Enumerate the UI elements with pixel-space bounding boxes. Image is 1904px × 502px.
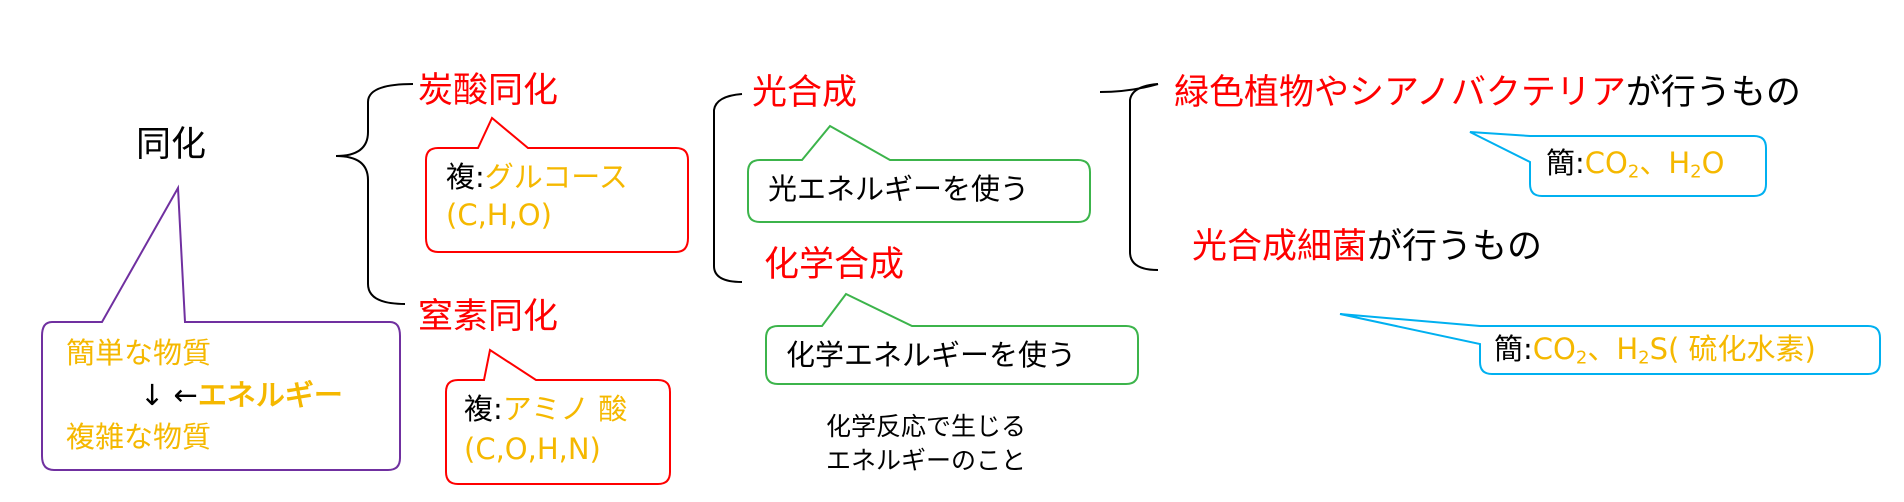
main-node-label: 同化 (136, 125, 207, 165)
carbon-assimilation-label: 炭酸同化 (418, 71, 559, 111)
bacteria-note-prefix: 簡 (1494, 332, 1524, 366)
bracket-main (335, 83, 414, 305)
photosynthesis-note: 光エネルギーを使う (768, 172, 1030, 206)
photosynthesis-label: 光合成 (752, 73, 858, 113)
green-plants-label: 緑色植物やシアノバクテリアが行うもの (1174, 72, 1801, 114)
energy-note-complex: 複雑な物質 (66, 420, 212, 454)
nitrogen-note-line1: 複:アミノ 酸 (464, 392, 627, 427)
nitrogen-note-prefix: 複 (464, 392, 494, 426)
bacteria-note: 簡:CO2、H2S( 硫化水素) (1494, 332, 1816, 367)
green-plants-suffix: が行うもの (1625, 73, 1801, 113)
chemosynthesis-label: 化学合成 (764, 245, 905, 285)
chemosynthesis-caption-1: 化学反応で生じる (826, 412, 1027, 441)
energy-note-arrow-line: ↓ ←エネルギー (140, 378, 343, 413)
carbon-note-elements: (C,H,O) (446, 198, 552, 232)
arrow-icon: ↓ ← (140, 378, 198, 412)
chemosynthesis-caption-2: エネルギーのこと (826, 446, 1027, 475)
green-note-co2: CO2、H2O (1584, 146, 1725, 183)
bracket-carbon (713, 93, 743, 283)
bacteria-note-colon: : (1523, 332, 1533, 366)
chemosynthesis-note: 化学エネルギーを使う (786, 338, 1077, 372)
bacteria-note-compounds: CO2、H2S( 硫化水素) (1532, 332, 1816, 369)
carbon-note-line1: 複:グルコース (446, 160, 628, 195)
nitrogen-note-product: アミノ 酸 (502, 392, 628, 426)
bacteria-organisms: 光合成細菌 (1192, 227, 1368, 267)
bracket-tick (1099, 83, 1159, 93)
bacteria-suffix: が行うもの (1367, 227, 1543, 267)
energy-note-energy: エネルギー (197, 378, 343, 412)
green-note: 簡:CO2、H2O (1546, 146, 1724, 181)
nitrogen-note-elements: (C,O,H,N) (464, 432, 601, 466)
green-note-colon: : (1575, 146, 1585, 180)
bracket-photosynthesis (1129, 83, 1159, 271)
nitrogen-assimilation-label: 窒素同化 (418, 297, 559, 337)
nitrogen-note-colon: : (493, 392, 503, 426)
carbon-note-prefix: 複 (446, 160, 476, 194)
green-note-prefix: 簡 (1546, 146, 1576, 180)
energy-note-simple: 簡単な物質 (66, 336, 212, 370)
carbon-note-colon: : (475, 160, 485, 194)
green-plants-organisms: 緑色植物やシアノバクテリア (1174, 73, 1626, 113)
bacteria-label: 光合成細菌が行うもの (1192, 226, 1542, 268)
carbon-note-product: グルコース (484, 160, 628, 194)
